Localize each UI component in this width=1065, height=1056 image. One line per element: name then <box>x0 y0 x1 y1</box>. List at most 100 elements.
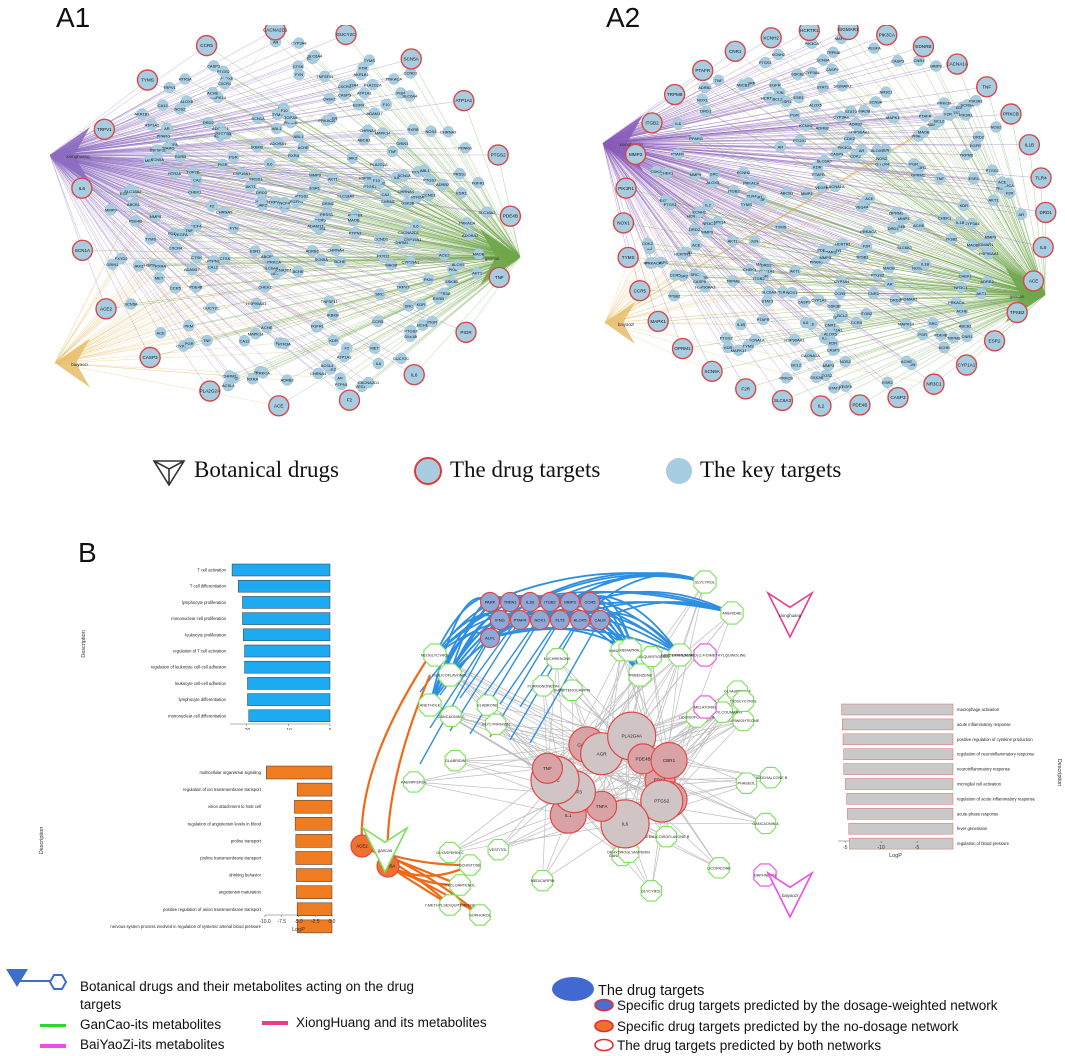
key-target-node <box>432 292 445 305</box>
common-target-node <box>650 741 688 780</box>
key-target-node <box>202 116 214 129</box>
key-target-label: MAOB <box>348 218 360 223</box>
key-target-node <box>309 50 321 62</box>
key-target-node <box>707 176 719 189</box>
key-target-node <box>693 206 705 218</box>
key-target-node <box>370 174 383 187</box>
key-target-label: CTSK <box>191 255 202 260</box>
key-target-node <box>845 105 857 118</box>
key-target-label: PDE4B <box>892 224 905 229</box>
bottom-edge <box>604 322 835 389</box>
key-target-label: SCN9A <box>816 57 830 62</box>
key-target-label: SCN9A <box>961 102 975 107</box>
key-target-label: ABCB1 <box>959 323 973 328</box>
key-target-node <box>179 73 191 85</box>
key-target-node <box>966 239 979 251</box>
right-edge <box>465 256 521 333</box>
key-target-label: NOS2 <box>991 125 1003 130</box>
metabolite-node-label: DEHYDROGLYASPERIN <box>607 851 650 855</box>
metabolite-node-label: 4-(2-ETHYLAMINO)-2,4-DIMETHYLQUINOLINE <box>664 653 746 657</box>
key-target-node <box>868 42 880 54</box>
key-target-label: ALOX5 <box>871 148 885 153</box>
bar <box>846 793 954 805</box>
drug-target-label: MAPK1 <box>650 319 666 324</box>
key-target-label: CHRNA9 <box>360 128 377 133</box>
blue-target-node <box>559 591 581 613</box>
metabolite-node-label: EUCHRENONE <box>544 657 571 661</box>
key-target-label: AKR1B1 <box>353 72 369 77</box>
right-edge <box>778 54 1046 296</box>
right-edge <box>864 110 1046 296</box>
key-target-node <box>817 81 829 93</box>
key-target-node <box>887 222 899 234</box>
x-tick-label: -5 <box>843 845 848 851</box>
key-target-node <box>774 141 787 153</box>
weighted-target-icon <box>594 998 614 1012</box>
left-edge <box>49 154 197 288</box>
drug-target-node <box>629 279 651 302</box>
key-target-label: TNFSF11 <box>316 74 334 79</box>
key-target-label: TYMS <box>364 58 375 63</box>
key-target-label: PTPN1 <box>335 382 349 387</box>
blue-edge <box>469 619 541 735</box>
right-edge <box>953 112 1046 296</box>
legend-specific-nodosage: Specific drug targets predicted by the n… <box>617 1019 959 1034</box>
key-target-node <box>292 130 305 143</box>
left-edge <box>602 142 729 348</box>
key-target-node <box>959 270 971 282</box>
key-target-label: TNFSF11 <box>149 148 167 153</box>
right-edge <box>147 79 521 258</box>
bar-category-label: positive regulation of anion transmembra… <box>163 907 262 912</box>
key-target-node <box>890 207 903 219</box>
key-target-node <box>745 177 757 189</box>
x-tick-label: -20 <box>243 728 250 730</box>
key-target-label: TLR4 <box>747 194 758 199</box>
key-target-node <box>816 181 828 194</box>
key-target-label: GUCY2C <box>203 306 220 311</box>
key-target-node <box>975 287 988 300</box>
key-target-label: IL1B <box>956 220 965 225</box>
key-target-node <box>863 192 876 205</box>
key-target-node <box>293 68 305 81</box>
drug-target-label: IL2 <box>818 404 825 409</box>
key-target-node <box>257 366 269 379</box>
key-target-node <box>402 226 415 239</box>
key-target-label: CYP3A4 <box>291 41 307 46</box>
metabolite-node <box>732 690 755 712</box>
left-edge <box>602 104 968 144</box>
key-target-label: NR3C1 <box>954 285 968 290</box>
drug-target-node <box>983 330 1006 352</box>
key-target-label: CCR5 <box>834 291 846 296</box>
key-target-label: JUN <box>908 362 916 367</box>
key-target-node <box>676 248 689 260</box>
key-target-node <box>445 275 457 288</box>
key-target-label: MMP9 <box>985 234 997 239</box>
key-target-node <box>900 318 912 330</box>
key-target-node <box>228 222 240 234</box>
drug-target-label: PIK3CA <box>879 33 896 38</box>
key-target-label: BCHE <box>334 259 345 264</box>
drug-target-label: TYMS <box>622 255 635 260</box>
key-target-label: SCN1A <box>251 116 265 121</box>
drug-target-node <box>617 246 639 269</box>
metabolite-node-label: CYCLOARTENOL <box>445 883 476 887</box>
key-target-label: DRD2 <box>973 134 985 139</box>
bar-chart-orange: multicellular organismal signalingregula… <box>39 765 336 934</box>
key-target-node <box>358 87 370 99</box>
x-axis-label: LogP <box>889 853 902 859</box>
left-edge <box>49 95 410 156</box>
key-target-node <box>898 241 911 254</box>
key-target-label: HSP90AA1 <box>849 129 870 134</box>
key-target-node <box>740 198 753 210</box>
key-target-node <box>737 166 750 179</box>
key-target-node <box>912 169 924 181</box>
drug-target-node <box>195 34 218 57</box>
drug-target-label: OPRM1 <box>674 346 691 351</box>
left-edge <box>49 100 464 156</box>
key-target-label: MMP9 <box>309 173 321 178</box>
key-target-label: CA12 <box>208 264 219 269</box>
key-target-label: PPARG <box>911 134 925 139</box>
metabolite-node <box>487 838 509 861</box>
key-target-label: GSK3B <box>401 200 415 205</box>
botanical-drug-icon <box>152 460 186 487</box>
